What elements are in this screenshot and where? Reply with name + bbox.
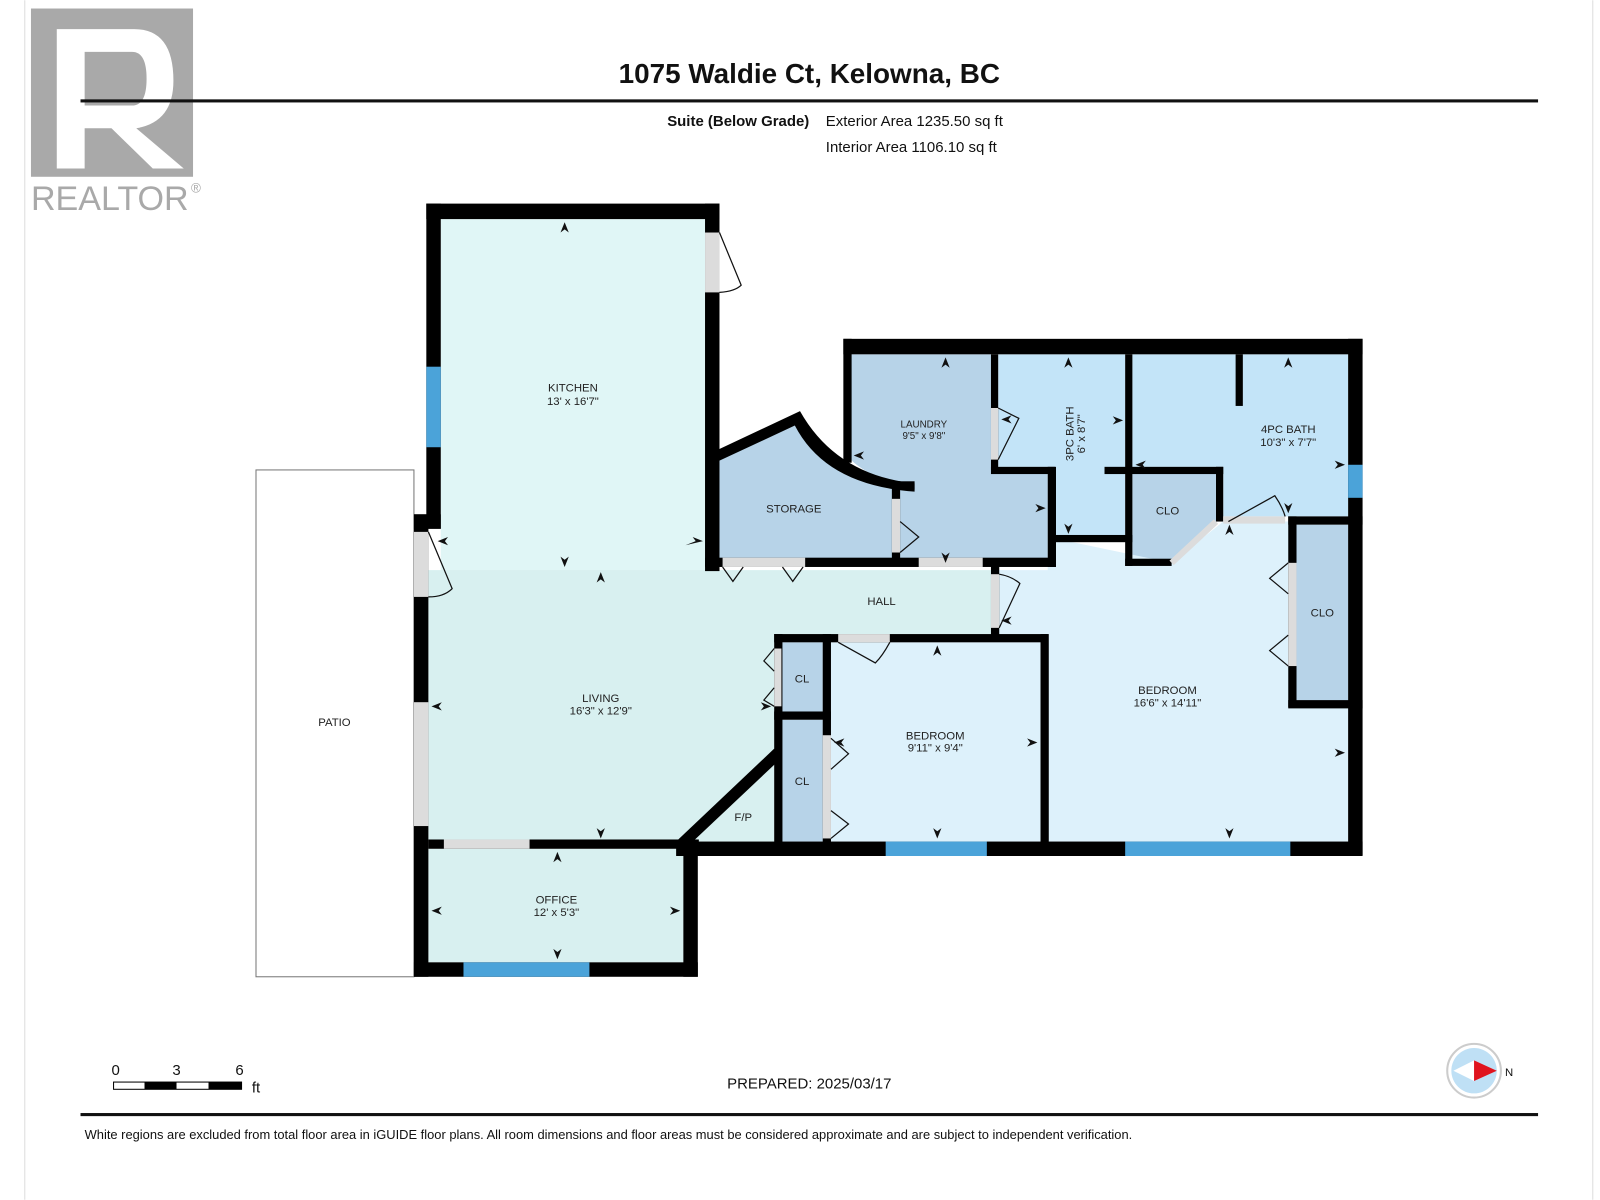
interior-area: Interior Area 1106.10 sq ft bbox=[826, 139, 998, 156]
patio bbox=[255, 469, 415, 978]
prepared-date: PREPARED: 2025/03/17 bbox=[727, 1075, 891, 1092]
bath-3pc-room bbox=[998, 354, 1126, 538]
doors bbox=[413, 232, 1297, 849]
clo-1-label: CLO bbox=[1156, 505, 1180, 517]
bath-4pc-room bbox=[1132, 354, 1349, 517]
footer-divider bbox=[80, 1113, 1539, 1117]
office-room bbox=[428, 848, 684, 963]
living-label: LIVING bbox=[582, 693, 619, 705]
realtor-logo-text: REALTOR bbox=[31, 180, 189, 218]
living-room bbox=[428, 570, 991, 842]
kitchen-label: KITCHEN bbox=[548, 382, 598, 394]
hall-label: HALL bbox=[867, 596, 895, 608]
realtor-logo: REALTOR ® bbox=[30, 8, 201, 218]
header-divider bbox=[80, 99, 1539, 103]
scale-bar: 0 3 6 ft bbox=[111, 1062, 261, 1097]
bedroom-large-dims: 16'6" x 14'11" bbox=[1134, 697, 1202, 709]
bedroom-small-label: BEDROOM bbox=[906, 730, 965, 742]
cl-1-label: CL bbox=[795, 674, 810, 686]
kitchen-room bbox=[440, 219, 706, 573]
scale-tick-0: 0 bbox=[111, 1062, 119, 1079]
bedroom-large-room bbox=[998, 521, 1349, 842]
bedroom-small-dims: 9'11" x 9'4" bbox=[908, 743, 963, 755]
bath-3pc-label: 3PC BATH bbox=[1065, 406, 1077, 461]
storage-label: STORAGE bbox=[766, 503, 822, 515]
closet-cl-2 bbox=[781, 719, 823, 842]
bedroom-small-room bbox=[830, 642, 1043, 842]
footer-disclaimer: White regions are excluded from total fl… bbox=[85, 1127, 1133, 1142]
kitchen-dims: 13' x 16'7" bbox=[547, 396, 599, 408]
storage-room bbox=[719, 420, 899, 566]
compass-north-label: N bbox=[1505, 1067, 1513, 1079]
bedroom-large-label: BEDROOM bbox=[1138, 685, 1197, 697]
level-label: Suite (Below Grade) bbox=[667, 113, 809, 130]
laundry-dims: 9'5" x 9'8" bbox=[902, 431, 945, 442]
bath-4pc-label: 4PC BATH bbox=[1261, 424, 1316, 436]
walls bbox=[413, 203, 1363, 977]
patio-label: PATIO bbox=[318, 717, 351, 729]
room-labels: KITCHEN 13' x 16'7" STORAGE LAUNDRY 9'5"… bbox=[534, 382, 1335, 918]
exterior-area: Exterior Area 1235.50 sq ft bbox=[826, 113, 1004, 130]
office-dims: 12' x 5'3" bbox=[534, 907, 580, 919]
cl-2-label: CL bbox=[795, 776, 810, 788]
scale-tick-6: 6 bbox=[235, 1062, 243, 1079]
office-label: OFFICE bbox=[536, 894, 578, 906]
laundry-label: LAUNDRY bbox=[901, 420, 948, 431]
windows bbox=[426, 366, 1363, 977]
clo-2-label: CLO bbox=[1311, 608, 1335, 620]
registered-mark: ® bbox=[191, 180, 201, 195]
closet-clo-2 bbox=[1295, 524, 1349, 703]
bath-4pc-dims: 10'3" x 7'7" bbox=[1260, 437, 1316, 449]
page-title: 1075 Waldie Ct, Kelowna, BC bbox=[619, 58, 1000, 89]
fireplace-label: F/P bbox=[734, 812, 752, 824]
scale-tick-3: 3 bbox=[172, 1062, 180, 1079]
living-dims: 16'3" x 12'9" bbox=[570, 706, 632, 718]
closet-cl-1 bbox=[781, 642, 823, 713]
scale-unit: ft bbox=[252, 1079, 261, 1096]
bath-3pc-dims: 6' x 8'7" bbox=[1076, 414, 1088, 453]
compass-icon: N bbox=[1446, 1042, 1513, 1099]
